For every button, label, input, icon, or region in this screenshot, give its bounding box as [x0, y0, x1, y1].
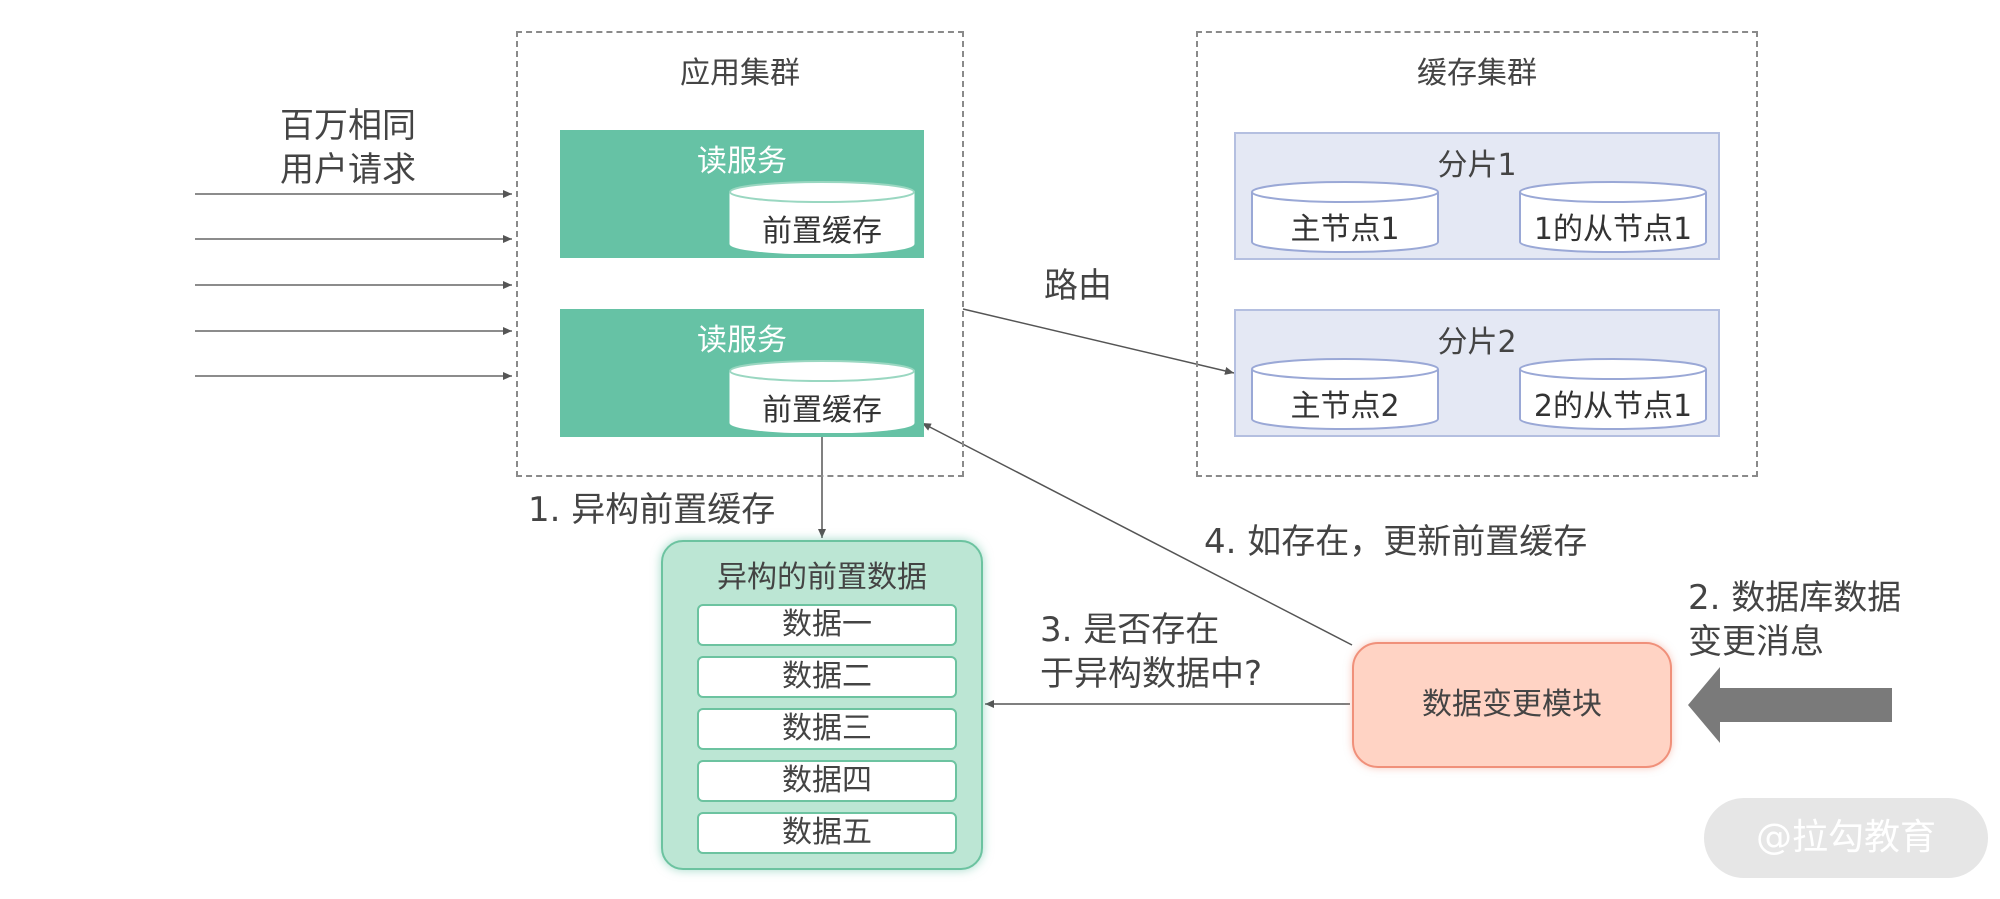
front-cache-label: 前置缓存	[762, 214, 882, 249]
step3-label-line2: 于异构数据中?	[1040, 654, 1263, 694]
master-node[interactable]: 主节点1	[1250, 180, 1440, 254]
step2-label-line1: 2. 数据库数据	[1688, 578, 1902, 618]
read-service-title: 读服务	[697, 323, 787, 358]
app-cluster-box	[516, 31, 964, 477]
read-service[interactable]: 读服务 前置缓存	[560, 309, 924, 437]
data-item[interactable]: 数据一	[697, 604, 957, 646]
step4-label: 4. 如存在，更新前置缓存	[1204, 522, 1588, 562]
data-change-module-label: 数据变更模块	[1422, 687, 1602, 722]
node-cylinder-icon	[1519, 181, 1707, 253]
cache-cylinder-icon	[729, 181, 915, 254]
master-node-label: 主节点2	[1290, 389, 1400, 424]
route-label: 路由	[1044, 266, 1112, 306]
request-label-line2: 用户请求	[280, 150, 416, 190]
heterogeneous-data-box: 异构的前置数据 数据一 数据二 数据三 数据四 数据五	[661, 540, 983, 870]
node-cylinder-icon	[1251, 358, 1439, 430]
step3-label-line1: 3. 是否存在	[1040, 610, 1220, 650]
shard-title: 分片2	[1437, 325, 1517, 360]
cache-cylinder-icon	[729, 360, 915, 433]
front-cache[interactable]: 前置缓存	[728, 359, 916, 433]
route-arrow	[962, 308, 1235, 375]
data-item[interactable]: 数据四	[697, 760, 957, 802]
slave-node[interactable]: 2的从节点1	[1518, 357, 1708, 431]
read-service-title: 读服务	[697, 144, 787, 179]
master-node[interactable]: 主节点2	[1250, 357, 1440, 431]
request-label-line1: 百万相同	[280, 106, 416, 146]
shard[interactable]: 分片1 主节点1 1的从节点1	[1234, 132, 1720, 260]
cache-cluster-box	[1196, 31, 1758, 477]
step3-label: 3. 是否存在 于异构数据中?	[1040, 608, 1262, 696]
step2-label-line2: 变更消息	[1688, 622, 1824, 662]
front-cache-label: 前置缓存	[762, 393, 882, 428]
data-item[interactable]: 数据三	[697, 708, 957, 750]
slave-node-label: 2的从节点1	[1533, 389, 1693, 424]
slave-node[interactable]: 1的从节点1	[1518, 180, 1708, 254]
node-cylinder-icon	[1251, 181, 1439, 253]
request-label: 百万相同 用户请求	[280, 104, 480, 192]
data-item[interactable]: 数据五	[697, 812, 957, 854]
shard-title: 分片1	[1437, 148, 1517, 183]
slave-node-label: 1的从节点1	[1533, 212, 1693, 247]
cache-cluster-title: 缓存集群	[1417, 56, 1537, 91]
data-change-module[interactable]: 数据变更模块	[1352, 642, 1672, 768]
node-cylinder-icon	[1519, 358, 1707, 430]
step4-arrow	[921, 422, 1353, 646]
shard[interactable]: 分片2 主节点2 2的从节点1	[1234, 309, 1720, 437]
step2-label: 2. 数据库数据 变更消息	[1688, 576, 1901, 664]
app-cluster-title: 应用集群	[680, 56, 800, 91]
read-service[interactable]: 读服务 前置缓存	[560, 130, 924, 258]
heterogeneous-data-title: 异构的前置数据	[717, 560, 927, 595]
step1-label: 1. 异构前置缓存	[528, 490, 776, 530]
watermark-logo: @拉勾教育	[1704, 798, 1988, 878]
front-cache[interactable]: 前置缓存	[728, 180, 916, 254]
data-item[interactable]: 数据二	[697, 656, 957, 698]
db-change-message-arrow	[1688, 667, 1892, 743]
master-node-label: 主节点1	[1290, 212, 1400, 247]
